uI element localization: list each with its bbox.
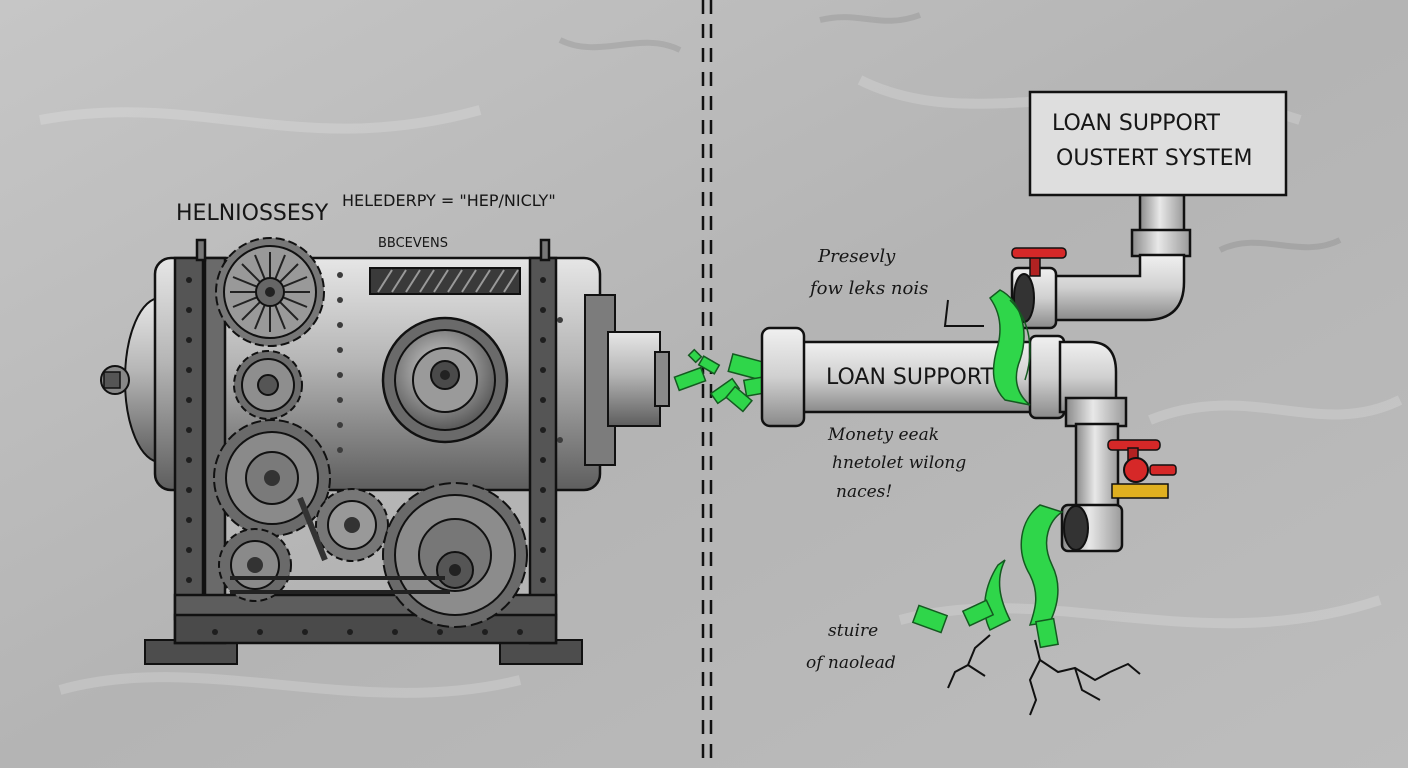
loan-support-box-subtitle: OUSTERT SYSTEM: [1056, 146, 1253, 171]
dashed-divider: [701, 0, 713, 768]
valve-icon: [1011, 247, 1067, 277]
machine-formula: HELEDERPY = "HEP/NICLY": [342, 191, 556, 210]
money-bill-icon: [988, 289, 1031, 406]
loan-support-box: [1028, 90, 1288, 197]
machine-title: HELNIOSSESY: [176, 201, 329, 226]
note-middle-line2: hnetolet wilong: [832, 453, 966, 473]
note-top-line1: Presevly: [817, 246, 896, 267]
gear-icon: [382, 482, 528, 628]
note-middle-line1: Monety eeak: [827, 425, 939, 445]
pipe-label: LOAN SUPPORT: [826, 365, 995, 390]
gear-icon: [315, 488, 389, 562]
crack-icon: [947, 634, 1141, 716]
gear-icon: [215, 237, 325, 347]
loan-support-box-title: LOAN SUPPORT: [1052, 111, 1221, 136]
annotation-arrow: [943, 299, 984, 327]
gear-icon: [233, 350, 303, 420]
machine: [100, 237, 670, 665]
dial: [381, 316, 509, 444]
frame: [173, 238, 558, 645]
upper-pipe: [1010, 193, 1192, 330]
money-bill-icon: [673, 348, 774, 413]
note-bottom-line1: stuire: [828, 621, 878, 641]
gear-icon: [213, 419, 331, 537]
wall-smudges: [558, 12, 1342, 253]
money-bill-icon: [911, 504, 1064, 649]
note-middle-line3: naces!: [836, 482, 892, 502]
machine-plate: BBCEVENS: [378, 236, 448, 251]
valve-icon: [1107, 439, 1177, 499]
note-bottom-line2: of naolead: [806, 653, 896, 673]
note-top-line2: fow leks nois: [808, 278, 928, 299]
